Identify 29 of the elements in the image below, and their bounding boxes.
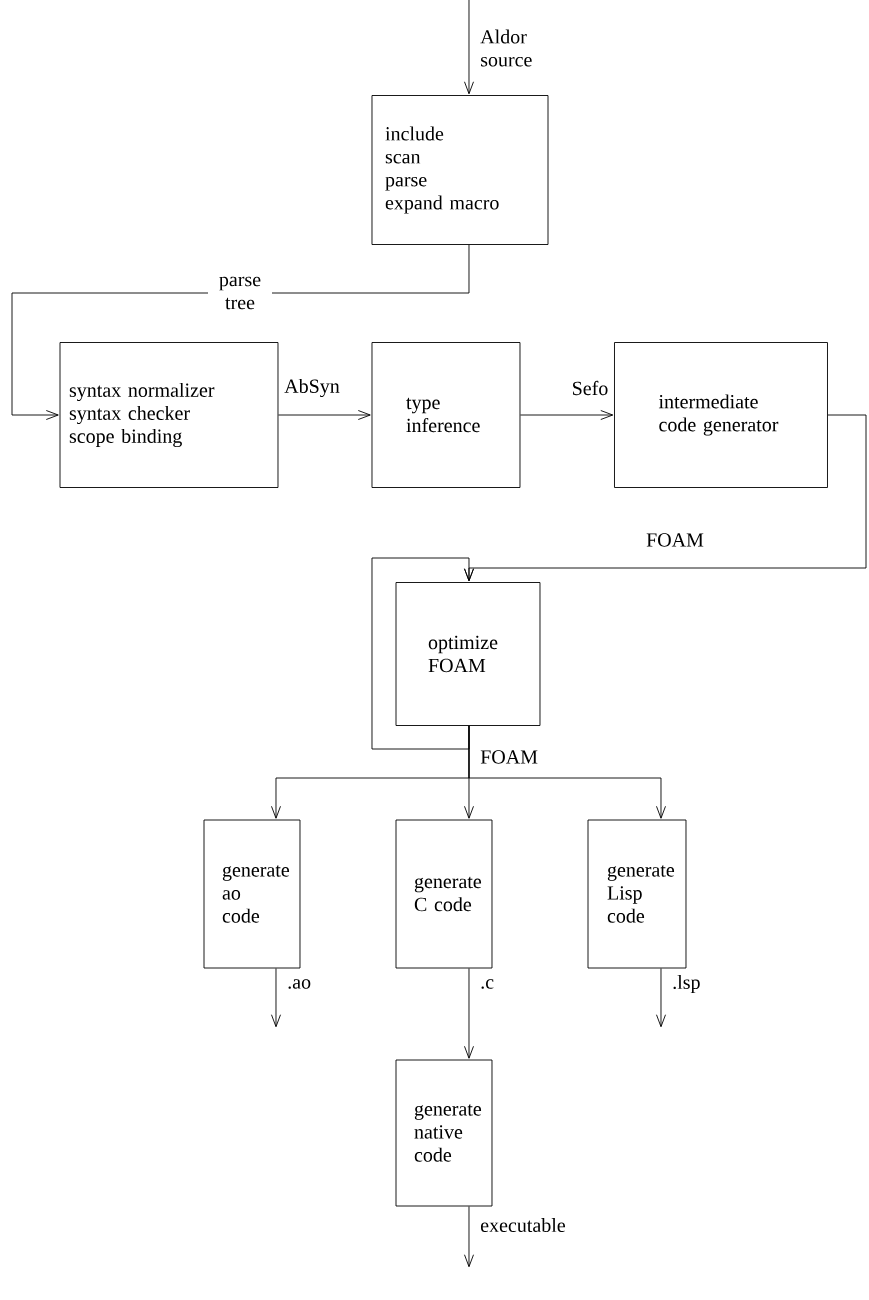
edge-label: FOAM <box>646 533 704 547</box>
arrow <box>464 968 474 1059</box>
process-box: generate native code <box>395 1059 493 1207</box>
arrow <box>468 725 666 819</box>
arrow <box>656 968 666 1028</box>
edge-label: AbSyn <box>284 378 340 398</box>
edge-label: executable <box>481 1217 566 1233</box>
arrow <box>271 968 281 1028</box>
edge-label: .ao <box>288 979 311 989</box>
arrow <box>464 1206 474 1268</box>
edge-label: Sefo <box>573 380 608 396</box>
process-box: generate C code <box>395 819 493 969</box>
process-box: include scan parse expand macro <box>371 95 549 245</box>
arrow <box>520 410 614 420</box>
process-box: intermediate code generator <box>614 342 828 488</box>
process-box: generate ao code <box>203 819 301 969</box>
arrow <box>278 410 371 420</box>
arrow <box>464 0 474 95</box>
process-box: generate Lisp code <box>587 819 687 969</box>
arrow <box>371 557 474 750</box>
edge-label: Aldor source <box>480 29 532 67</box>
process-box: syntax normalizer syntax checker scope binding <box>59 342 279 488</box>
edge-label: .lsp <box>673 974 700 994</box>
arrow <box>11 244 470 420</box>
process-box: optimize FOAM <box>395 582 541 726</box>
edge-label: FOAM <box>480 750 538 764</box>
edge-label: parse tree <box>208 274 272 312</box>
edge-label: .c <box>481 979 494 989</box>
process-box: type inference <box>371 342 521 488</box>
